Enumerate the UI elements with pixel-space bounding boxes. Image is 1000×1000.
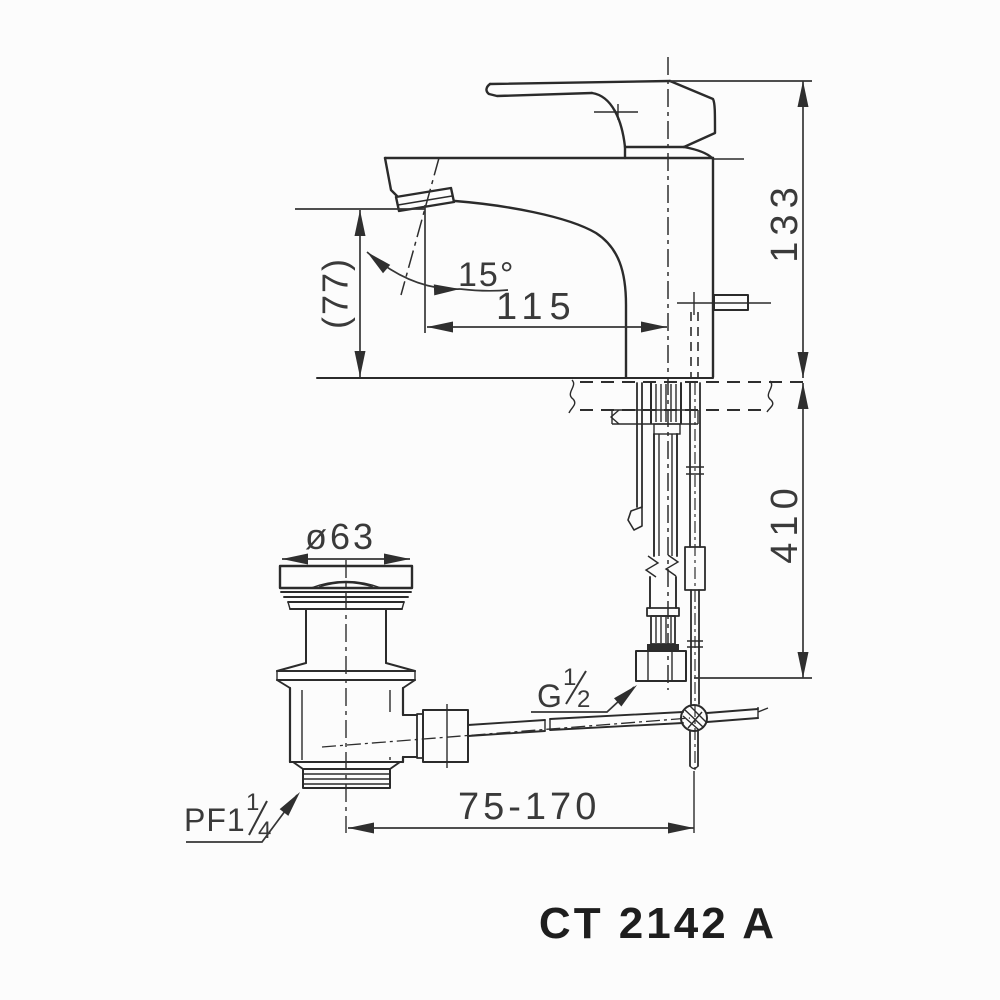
supply-thread-prefix: G: [537, 678, 562, 714]
supply-thread-numerator: 1: [563, 664, 576, 691]
dimension-annotations: 133 410 (77) 115: [184, 80, 812, 844]
supply-thread-denominator: 2: [577, 686, 590, 713]
drain-thread-numerator: 1: [246, 789, 259, 816]
under-counter-assembly: [609, 382, 706, 770]
dim-410-label: 410: [764, 482, 806, 563]
drain-thread-prefix: PF1: [184, 802, 246, 838]
popup-drain-assembly: [276, 560, 469, 833]
dim-115: 115: [424, 205, 667, 333]
dim-133: 133: [670, 80, 812, 378]
dim-410: 410: [694, 383, 812, 679]
dim-77: (77): [295, 208, 425, 377]
dim-133-label: 133: [764, 181, 806, 262]
faucet-body: [383, 57, 771, 690]
dim-63: ø63: [282, 516, 410, 565]
label-g-half: G 1 2: [531, 664, 637, 714]
dim-63-label: ø63: [305, 516, 376, 557]
dim-75-170: 75-170: [348, 786, 694, 834]
dim-75-170-label: 75-170: [458, 786, 600, 828]
dim-15deg-label: 15°: [458, 256, 515, 294]
model-code: CT 2142 A: [539, 899, 777, 948]
label-pf1-quarter: PF1 1 4: [184, 789, 300, 844]
dim-77-label: (77): [315, 257, 356, 329]
counter-section: [316, 377, 810, 414]
dim-15deg: 15°: [366, 251, 515, 296]
dim-115-label: 115: [496, 286, 578, 328]
drain-thread-denominator: 4: [258, 817, 271, 844]
popup-linkage: [321, 704, 769, 833]
